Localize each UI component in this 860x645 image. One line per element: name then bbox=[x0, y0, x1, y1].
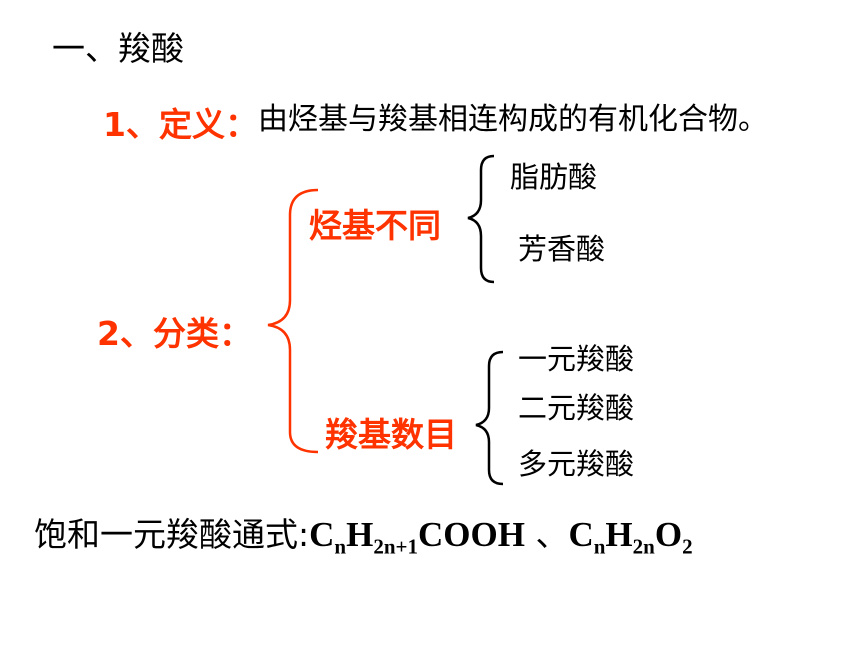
formula-label: 饱和一元羧酸通式: bbox=[34, 515, 310, 554]
section-heading: 一、羧酸 bbox=[52, 29, 184, 68]
definition-text: 由烃基与羧基相连构成的有机化合物。 bbox=[258, 102, 768, 137]
formula-2: CnH2nO2 bbox=[568, 515, 693, 559]
group1-item: 芳香酸 bbox=[518, 232, 606, 266]
general-formula: 饱和一元羧酸通式:CnH2n+1COOH 、CnH2nO2 bbox=[34, 508, 693, 559]
classification-label: 2、分类： bbox=[97, 314, 252, 353]
formula-separator: 、 bbox=[535, 515, 569, 554]
group1-name: 烃基不同 bbox=[309, 206, 441, 245]
group2-name: 羧基数目 bbox=[325, 415, 457, 454]
group2-item: 二元羧酸 bbox=[518, 391, 635, 425]
group2-item: 多元羧酸 bbox=[518, 447, 635, 481]
main-brace bbox=[267, 188, 319, 454]
group1-brace bbox=[467, 154, 495, 284]
group2-brace bbox=[475, 350, 504, 486]
definition-label: 1、定义： bbox=[103, 105, 258, 144]
group2-item: 一元羧酸 bbox=[518, 342, 635, 376]
formula-1: CnH2n+1COOH bbox=[309, 515, 525, 559]
group1-item: 脂肪酸 bbox=[510, 160, 598, 194]
